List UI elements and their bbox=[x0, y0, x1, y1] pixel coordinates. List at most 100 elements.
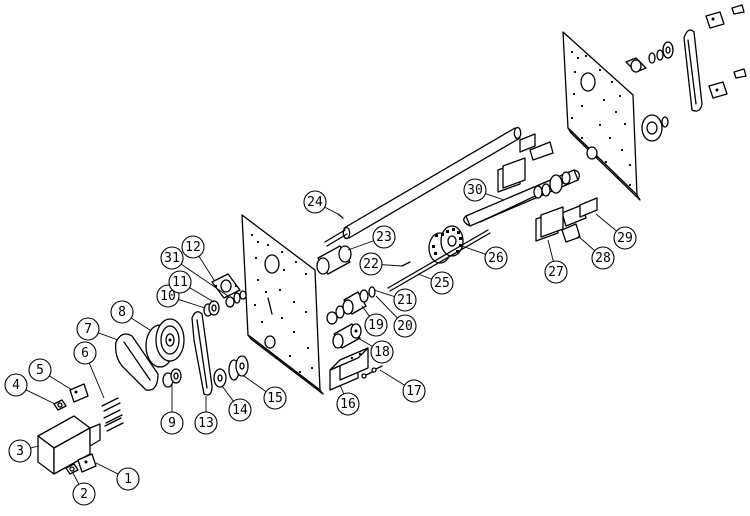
leader-line bbox=[347, 240, 374, 251]
mount-plate-5 bbox=[69, 383, 89, 403]
callout-number: 6 bbox=[81, 346, 89, 361]
motor-bracket-16 bbox=[329, 347, 369, 391]
callout-circle bbox=[613, 226, 637, 250]
callout-number: 12 bbox=[185, 240, 201, 255]
small-pulley-9 bbox=[162, 368, 182, 388]
gear-motor-3 bbox=[37, 415, 101, 475]
callout-number: 23 bbox=[376, 230, 392, 245]
leader-line bbox=[357, 337, 373, 347]
pin-24 bbox=[337, 213, 344, 219]
leader-line bbox=[30, 445, 39, 449]
callout-number: 9 bbox=[168, 416, 176, 431]
callout-13: 13 bbox=[194, 396, 218, 435]
leader-line bbox=[243, 375, 267, 393]
coupling-18 bbox=[332, 323, 362, 349]
nut-4 bbox=[53, 399, 67, 411]
main-roller-shaft bbox=[324, 126, 522, 247]
callout-circle bbox=[591, 246, 615, 270]
pins-6 bbox=[101, 397, 124, 432]
callout-circle bbox=[28, 358, 52, 382]
callout-2: 2 bbox=[72, 472, 96, 506]
callout-26: 26 bbox=[461, 245, 508, 270]
nut-2 bbox=[65, 463, 79, 475]
callout-circle bbox=[110, 300, 134, 324]
callout-circle bbox=[160, 246, 184, 270]
callout-circle bbox=[168, 270, 192, 294]
leader-line bbox=[178, 298, 206, 309]
callout-number: 28 bbox=[595, 251, 611, 266]
callout-21: 21 bbox=[373, 288, 417, 312]
callout-circle bbox=[263, 386, 287, 410]
callout-8: 8 bbox=[110, 300, 151, 331]
leader-line bbox=[373, 289, 395, 298]
leader-line bbox=[595, 213, 617, 232]
callout-circle bbox=[181, 235, 205, 259]
callout-circle bbox=[8, 439, 32, 463]
callout-circle bbox=[372, 225, 396, 249]
callout-circle bbox=[463, 178, 487, 202]
leader-line bbox=[180, 263, 229, 297]
callout-number: 31 bbox=[164, 251, 180, 266]
callout-12: 12 bbox=[181, 235, 215, 281]
callout-circle bbox=[484, 246, 508, 270]
washers-31 bbox=[225, 290, 247, 308]
callout-circle bbox=[76, 317, 100, 341]
callout-number: 10 bbox=[160, 289, 176, 304]
callout-number: 29 bbox=[617, 231, 633, 246]
callout-number: 11 bbox=[172, 275, 188, 290]
callout-number: 19 bbox=[368, 318, 384, 333]
leader-line bbox=[339, 384, 345, 395]
leader-line bbox=[189, 287, 215, 303]
left-side-plate bbox=[241, 214, 324, 395]
leader-line bbox=[577, 235, 596, 252]
callout-circle bbox=[72, 482, 96, 506]
callout-circle bbox=[402, 379, 426, 403]
leader-line bbox=[417, 273, 432, 280]
callout-25: 25 bbox=[417, 271, 454, 295]
leader-line bbox=[547, 239, 554, 262]
callout-17: 17 bbox=[379, 369, 426, 403]
callout-30: 30 bbox=[463, 178, 505, 202]
mount-plate-1 bbox=[77, 453, 97, 473]
callout-number: 18 bbox=[374, 345, 390, 360]
callout-circle bbox=[370, 340, 394, 364]
leader-line bbox=[375, 295, 398, 319]
callout-number: 24 bbox=[307, 195, 323, 210]
pulley-hub-14 bbox=[213, 368, 227, 388]
callout-number: 30 bbox=[467, 183, 483, 198]
callout-18: 18 bbox=[357, 337, 394, 364]
leader-line bbox=[88, 362, 105, 399]
callout-number: 27 bbox=[548, 265, 564, 280]
leader-line bbox=[131, 317, 151, 331]
callout-number: 21 bbox=[397, 293, 413, 308]
belt-7 bbox=[114, 333, 159, 391]
callout-circle bbox=[4, 373, 28, 397]
leader-line bbox=[361, 305, 370, 317]
callout-number: 8 bbox=[118, 305, 126, 320]
callout-1: 1 bbox=[95, 462, 140, 491]
bearing-10-11 bbox=[203, 300, 220, 317]
callout-circle bbox=[228, 398, 252, 422]
callout-circle bbox=[364, 313, 388, 337]
callout-6: 6 bbox=[73, 341, 105, 399]
callout-28: 28 bbox=[577, 235, 615, 270]
callout-15: 15 bbox=[243, 375, 287, 410]
callout-number: 16 bbox=[340, 397, 356, 412]
callout-number: 26 bbox=[488, 251, 504, 266]
callout-number: 17 bbox=[406, 384, 422, 399]
leader-line bbox=[381, 264, 403, 267]
callout-circle bbox=[393, 288, 417, 312]
callout-7: 7 bbox=[76, 317, 119, 341]
callout-23: 23 bbox=[347, 225, 396, 251]
large-pulley-8 bbox=[145, 318, 185, 368]
hub-23 bbox=[316, 245, 352, 275]
pulley-15 bbox=[228, 355, 249, 381]
callout-3: 3 bbox=[8, 439, 39, 463]
callout-9: 9 bbox=[160, 385, 184, 435]
callout-number: 7 bbox=[84, 322, 92, 337]
shaft-25 bbox=[387, 229, 491, 292]
callout-27: 27 bbox=[544, 239, 568, 284]
